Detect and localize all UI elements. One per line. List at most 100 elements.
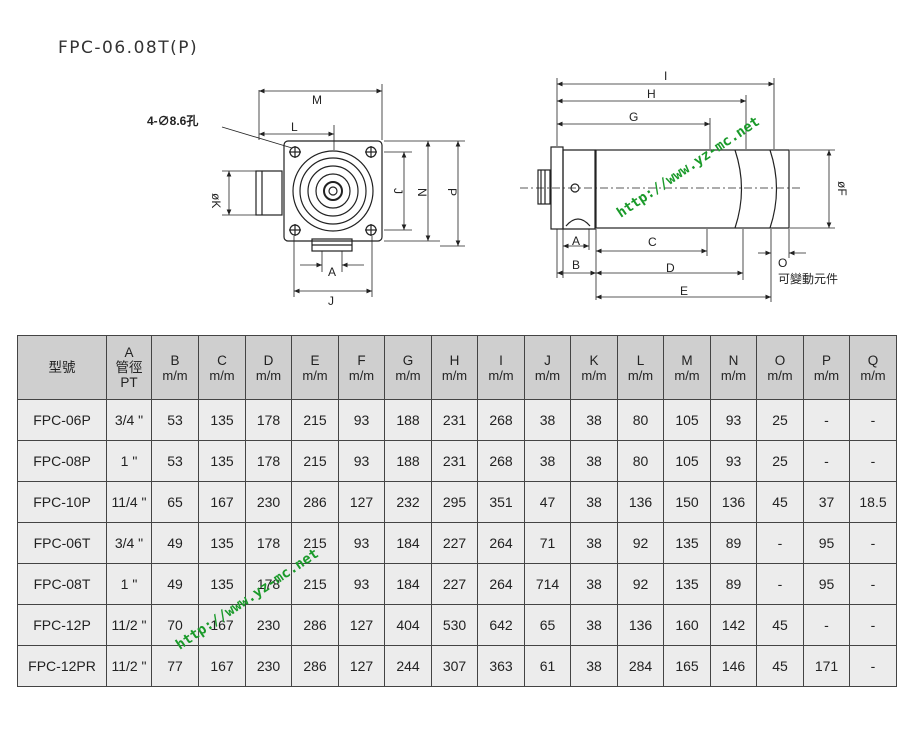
table-cell: 1 " xyxy=(106,563,152,605)
dim-label-J: J xyxy=(328,294,334,308)
table-cell: 171 xyxy=(803,645,850,687)
table-cell: 93 xyxy=(338,522,385,564)
table-cell: 65 xyxy=(151,481,199,523)
table-cell: 127 xyxy=(338,481,385,523)
column-header-unit: m/m xyxy=(488,367,514,383)
table-cell: 53 xyxy=(151,399,199,441)
table-cell: 89 xyxy=(710,522,757,564)
table-cell: 105 xyxy=(663,399,711,441)
table-cell: 146 xyxy=(710,645,757,687)
table-cell: 77 xyxy=(151,645,199,687)
column-header-label: D xyxy=(263,352,274,368)
column-header: 型號 xyxy=(17,335,107,400)
table-cell: 11/2 " xyxy=(106,604,152,646)
column-header-unit: m/m xyxy=(627,367,654,383)
column-header-unit: m/m xyxy=(534,367,561,383)
side-view-dimensions xyxy=(556,78,835,302)
column-header-label: B xyxy=(170,352,180,368)
table-cell: 230 xyxy=(245,645,292,687)
table-cell: 307 xyxy=(431,645,478,687)
table-cell: 71 xyxy=(524,522,571,564)
table-cell: 351 xyxy=(477,481,525,523)
column-header-label: J xyxy=(544,352,551,368)
table-cell: 127 xyxy=(338,645,385,687)
table-cell: 295 xyxy=(431,481,478,523)
column-header-unit: m/m xyxy=(860,367,886,383)
column-header-label: G xyxy=(402,352,414,368)
model-cell: FPC-08P xyxy=(17,440,107,482)
model-cell: FPC-06T xyxy=(17,522,107,564)
model-cell: FPC-08T xyxy=(17,563,107,605)
table-cell: 92 xyxy=(617,522,664,564)
table-cell: 136 xyxy=(617,481,664,523)
table-cell: 264 xyxy=(477,563,525,605)
table-cell: 286 xyxy=(291,604,339,646)
table-cell: 244 xyxy=(384,645,432,687)
table-cell: 363 xyxy=(477,645,525,687)
dim-label-C: C xyxy=(648,235,657,249)
table-cell: - xyxy=(849,645,897,687)
table-cell: 642 xyxy=(477,604,525,646)
table-cell: 215 xyxy=(291,563,339,605)
column-header-unit: m/m xyxy=(767,367,793,383)
table-cell: 230 xyxy=(245,604,292,646)
table-cell: 167 xyxy=(198,481,246,523)
table-cell: 136 xyxy=(710,481,757,523)
table-cell: 227 xyxy=(431,522,478,564)
column-header-label: 型號 xyxy=(48,360,76,375)
column-header-unit: m/m xyxy=(674,367,700,383)
column-header-label: I xyxy=(499,352,503,368)
table-cell: 142 xyxy=(710,604,757,646)
table-cell: 231 xyxy=(431,399,478,441)
table-cell: 38 xyxy=(570,522,618,564)
table-cell: 38 xyxy=(570,604,618,646)
table-cell: 11/2 " xyxy=(106,645,152,687)
table-cell: 95 xyxy=(803,563,850,605)
column-header-label: E xyxy=(310,352,320,368)
technical-drawing: 4-∅8.6孔 M L øK J N P A J xyxy=(147,69,849,308)
column-header-label: PT xyxy=(120,375,138,390)
table-cell: 230 xyxy=(245,481,292,523)
dim-label-H: H xyxy=(647,87,656,101)
table-cell: 215 xyxy=(291,522,339,564)
dim-label-G: G xyxy=(629,110,638,124)
table-cell: 49 xyxy=(151,522,199,564)
table-cell: 215 xyxy=(291,440,339,482)
dim-label-M: M xyxy=(312,93,322,107)
table-cell: 178 xyxy=(245,440,292,482)
table-cell: 150 xyxy=(663,481,711,523)
dim-label-B: B xyxy=(572,258,580,272)
table-cell: 135 xyxy=(198,399,246,441)
table-cell: - xyxy=(756,563,804,605)
column-header-unit: m/m xyxy=(813,367,840,383)
column-header-label: N xyxy=(728,352,739,368)
table-cell: 184 xyxy=(384,563,432,605)
table-cell: 284 xyxy=(617,645,664,687)
table-cell: 95 xyxy=(803,522,850,564)
table-cell: 135 xyxy=(663,522,711,564)
table-cell: 38 xyxy=(570,399,618,441)
dim-label-K: øK xyxy=(209,193,223,208)
table-cell: 38 xyxy=(524,399,571,441)
column-header-unit: m/m xyxy=(441,367,468,383)
column-header-unit: m/m xyxy=(162,367,188,383)
dim-label-F: øF xyxy=(835,181,849,196)
table-cell: 127 xyxy=(338,604,385,646)
column-header-label: H xyxy=(449,352,460,368)
table-cell: 92 xyxy=(617,563,664,605)
model-cell: FPC-12PR xyxy=(17,645,107,687)
